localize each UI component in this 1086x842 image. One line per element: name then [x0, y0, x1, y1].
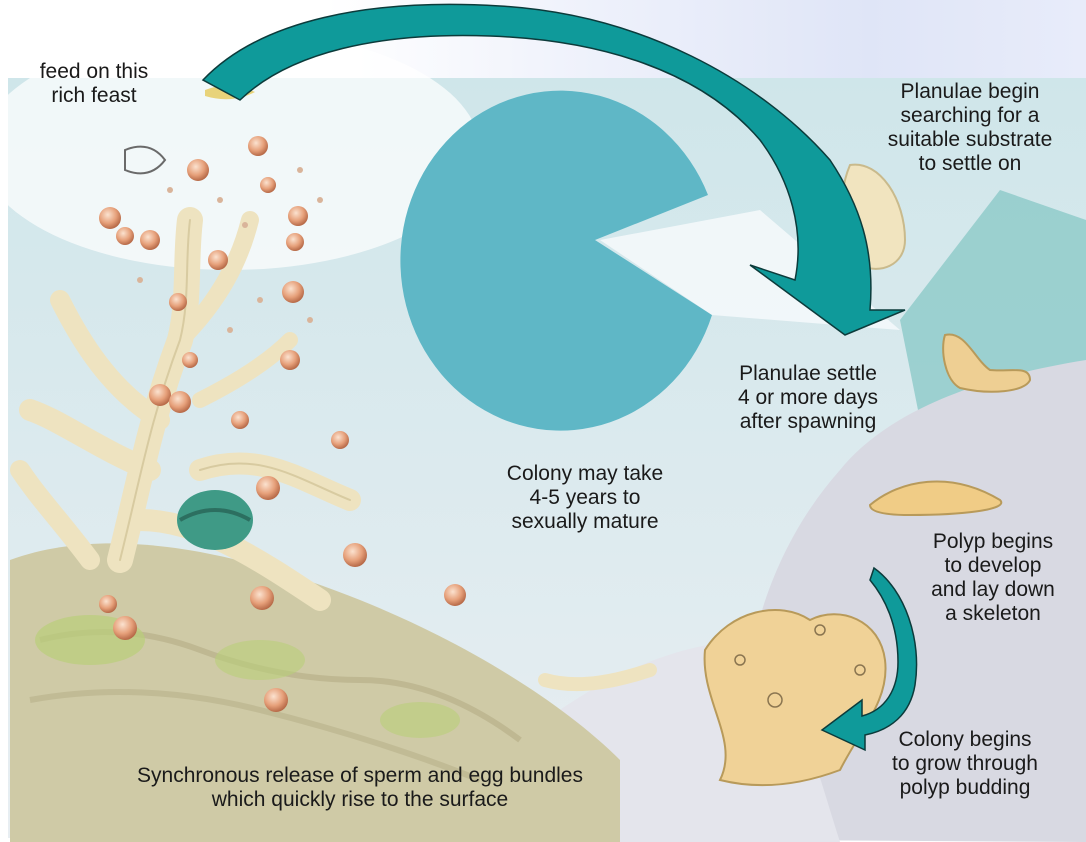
algae-patch-2: [215, 640, 305, 680]
label-colony-grow: Colony begins to grow through polyp budd…: [855, 728, 1075, 800]
label-planulae-settle: Planulae settle 4 or more days after spa…: [698, 362, 918, 434]
algae-patch-3: [380, 702, 460, 738]
label-feast: feed on this rich feast: [34, 60, 154, 108]
label-colony-mature: Colony may take 4-5 years to sexually ma…: [470, 462, 700, 534]
label-release: Synchronous release of sperm and egg bun…: [50, 764, 670, 812]
giant-clam: [177, 490, 253, 550]
label-planulae-search: Planulae begin searching for a suitable …: [855, 80, 1085, 176]
label-polyp-develop: Polyp begins to develop and lay down a s…: [900, 530, 1086, 626]
